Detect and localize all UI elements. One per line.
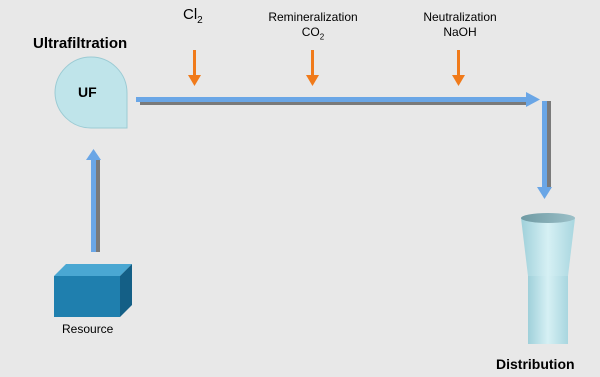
cl2-label: Cl2 <box>183 6 203 26</box>
remineralization-label: Remineralization CO2 <box>255 10 371 44</box>
uf-unit <box>54 56 128 129</box>
naoh-formula: NaOH <box>443 25 477 39</box>
co2-formula: CO2 <box>301 25 325 42</box>
cl2-dosing-arrow <box>188 50 201 86</box>
co2-dosing-arrow <box>306 50 319 86</box>
main-pipeline-arrow <box>136 92 540 107</box>
neutralization-label: Neutralization NaOH <box>410 10 510 40</box>
naoh-dosing-arrow <box>452 50 465 86</box>
resource-label: Resource <box>62 322 114 336</box>
ultrafiltration-title: Ultrafiltration <box>33 35 128 52</box>
distribution-label: Distribution <box>496 356 575 372</box>
cl2-formula: Cl <box>183 6 198 23</box>
distribution-tank <box>521 213 575 344</box>
resource-to-uf-arrow <box>86 149 101 252</box>
neutralization-title: Neutralization <box>423 10 497 24</box>
cl2-subscript: 2 <box>197 15 203 26</box>
resource-box <box>54 264 132 317</box>
to-distribution-arrow <box>537 101 552 199</box>
remineralization-title: Remineralization <box>268 10 358 24</box>
uf-label: UF <box>78 84 97 100</box>
